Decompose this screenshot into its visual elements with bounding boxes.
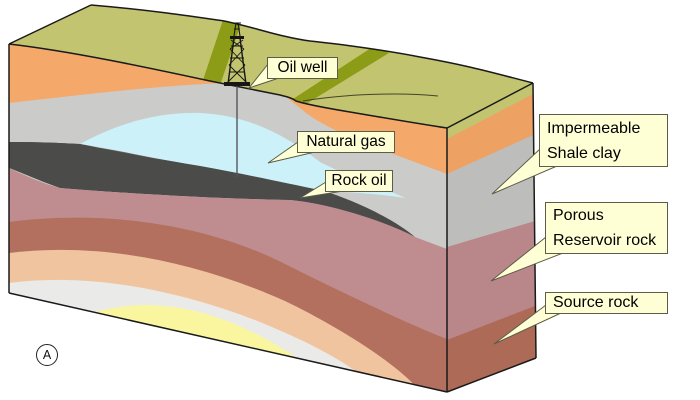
side-layer-green [447,83,533,141]
derrick-base-bar [224,82,250,86]
source-rock-tail [493,304,562,345]
callout-oil-well: Oil well [267,57,338,79]
edge-bottom-right [446,357,537,393]
front-layer-natural-gas [80,112,405,198]
side-layer-shale [447,135,535,249]
edge-top-left [8,4,92,45]
front-layer-yellow [95,305,297,358]
callout-oil-well-text: Oil well [277,59,328,76]
callout-porous-reservoir: Porous Reservoir rock [545,202,668,254]
callout-impermeable-shale: Impermeable Shale clay [539,114,668,167]
callout-natural-gas: Natural gas [297,131,395,153]
panel-label-circle: A [36,344,58,366]
derrick-rungs [229,45,245,73]
derrick-crown [233,22,241,37]
callout-porous-line2: Reservoir rock [553,232,657,249]
edge-top-right [446,82,534,129]
edge-back-right [532,82,537,359]
edge-surface-ridge [8,43,448,129]
callout-rock-oil-text: Rock oil [331,172,387,189]
oil-well-derrick [224,22,250,177]
front-layer-rock-oil [9,142,415,237]
stream-right-segment [293,46,389,104]
callout-impermeable-line2: Shale clay [547,144,621,162]
panel-label-letter: A [42,348,52,362]
callout-rock-oil: Rock oil [325,170,393,192]
callout-impermeable-line1: Impermeable [547,119,641,137]
callout-porous-line1: Porous [553,207,604,224]
derrick-lattice [227,39,247,83]
derrick-top-bar [230,36,244,39]
edge-back [90,4,534,84]
side-layer-reservoir [447,221,535,342]
side-layer-topsoil [447,94,533,176]
callout-source-rock: Source rock [545,292,668,314]
hill-crest-line [302,93,439,102]
callout-source-rock-text: Source rock [553,294,639,311]
callout-natural-gas-text: Natural gas [306,133,386,150]
right-face [447,83,536,392]
block-outlines [8,4,537,393]
edge-bottom-front [8,292,448,393]
side-layer-source [447,306,536,392]
